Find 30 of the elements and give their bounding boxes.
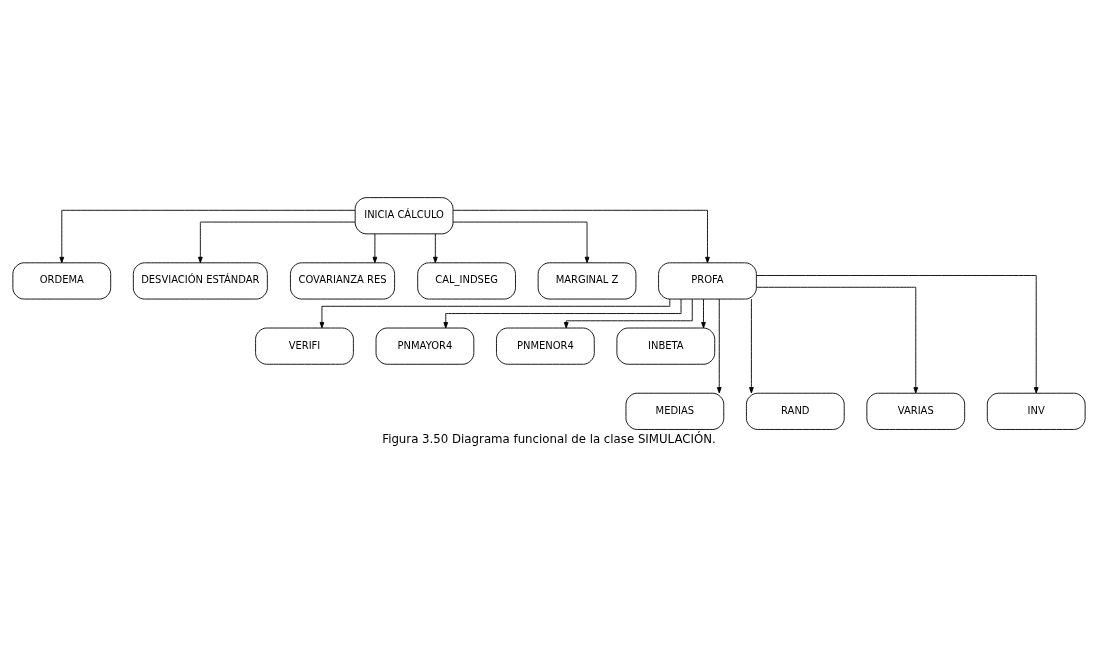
arrow bbox=[198, 221, 356, 263]
node-box: ORDEMA bbox=[12, 261, 112, 299]
node-box: PNMAYOR4 bbox=[375, 327, 475, 365]
arrow bbox=[701, 298, 706, 328]
arrow bbox=[749, 298, 754, 393]
arrow bbox=[756, 274, 1039, 393]
node-box: INICIA CÁLCULO bbox=[354, 196, 454, 234]
arrow bbox=[443, 298, 682, 328]
node-box: VERIFI bbox=[255, 327, 354, 365]
node-box: MEDIAS bbox=[625, 392, 725, 430]
arrow bbox=[756, 286, 919, 393]
node-box: DESVIACIÓN ESTÁNDAR bbox=[132, 261, 268, 299]
arrow bbox=[372, 232, 378, 263]
arrow bbox=[319, 298, 671, 328]
node-box: CAL_INDSEG bbox=[417, 261, 516, 299]
node-box: PNMENOR4 bbox=[496, 327, 595, 365]
arrow bbox=[59, 209, 356, 263]
node-box: MARGINAL Z bbox=[537, 261, 637, 299]
node-box: RAND bbox=[745, 392, 845, 430]
arrow bbox=[433, 232, 438, 263]
arrow bbox=[563, 298, 693, 328]
node-box: INBETA bbox=[616, 327, 716, 365]
node-box: VARIAS bbox=[866, 392, 966, 430]
node-box: PROFA bbox=[658, 261, 757, 299]
arrow bbox=[452, 221, 590, 263]
caption: Figura 3.50 Diagrama funcional de la clase SIMULACIÓN. bbox=[382, 431, 716, 445]
node-box: INV bbox=[986, 392, 1086, 430]
arrow bbox=[452, 209, 710, 263]
arrow bbox=[716, 298, 722, 393]
node-box: COVARIANZA RES bbox=[290, 261, 396, 299]
